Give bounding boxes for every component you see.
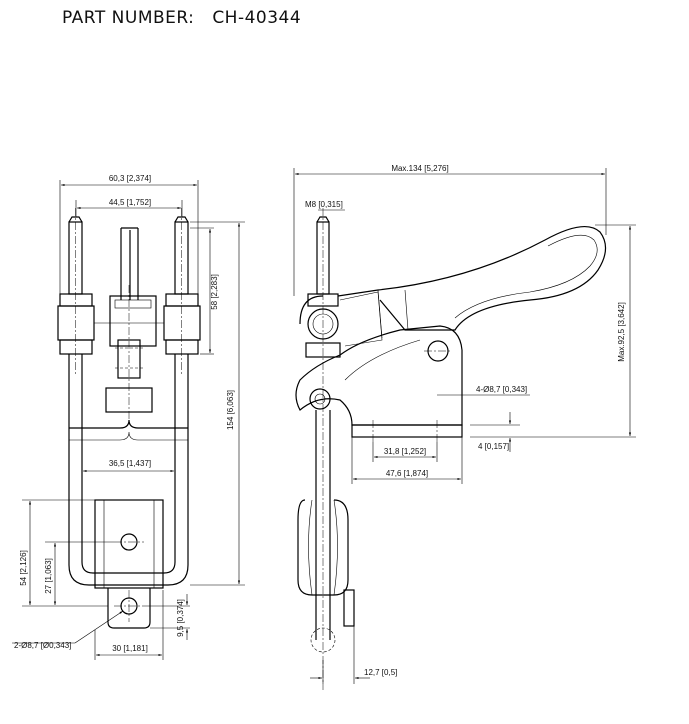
part-number-header: PART NUMBER: CH-40344 <box>62 8 301 28</box>
side-body <box>295 325 463 426</box>
side-dimensions: Max.134 [5,276] M8 [0,315] Max.92,5 [3,6… <box>293 164 636 684</box>
right-spindle <box>174 208 189 375</box>
dim-hole-height: 27 [1,063] <box>44 558 53 594</box>
front-view: 60,3 [2,374] 44,5 [1,752] 58 [2,283] 154… <box>12 174 245 660</box>
part-number-value: CH-40344 <box>212 8 302 28</box>
side-spindle <box>299 208 341 690</box>
side-base-plate <box>351 420 463 442</box>
side-handle <box>337 225 607 347</box>
left-spindle <box>68 208 83 375</box>
side-lower-rod <box>297 410 355 653</box>
u-frame <box>68 354 189 586</box>
dim-base-length: 47,6 [1,874] <box>386 469 428 478</box>
dim-lower-height: 54 [2,126] <box>19 550 28 586</box>
front-base-plate <box>94 499 164 629</box>
dim-max-length: Max.134 [5,276] <box>391 164 448 173</box>
side-view: Max.134 [5,276] M8 [0,315] Max.92,5 [3,6… <box>293 164 636 690</box>
dim-hole-pitch: 31,8 [1,252] <box>384 447 426 456</box>
dim-tab-width: 30 [1,181] <box>112 644 148 653</box>
dim-upper-height: 58 [2,283] <box>210 274 219 310</box>
spindle-nuts <box>57 293 201 355</box>
dim-max-height: Max.92,5 [3,642] <box>617 302 626 362</box>
part-number-label: PART NUMBER: <box>62 8 195 28</box>
dim-total-height: 154 [6,063] <box>226 390 235 430</box>
center-handle <box>105 227 157 420</box>
dim-inner-width: 36,5 [1,437] <box>109 459 151 468</box>
dim-base-holes: 4-Ø8,7 [0,343] <box>476 385 527 394</box>
front-dimensions: 60,3 [2,374] 44,5 [1,752] 58 [2,283] 154… <box>12 174 245 660</box>
dim-mount-holes: 2-Ø8,7 [Ø0,343] <box>14 641 71 650</box>
dim-tab-thickness: 12,7 [0,5] <box>364 668 397 677</box>
dim-tab-offset: 9,5 [0,374] <box>176 599 185 637</box>
dim-width-total: 60,3 [2,374] <box>109 174 151 183</box>
dim-spindle-pitch: 44,5 [1,752] <box>109 198 151 207</box>
dim-thread: M8 [0,315] <box>305 200 343 209</box>
dim-base-thickness: 4 [0,157] <box>478 442 509 451</box>
